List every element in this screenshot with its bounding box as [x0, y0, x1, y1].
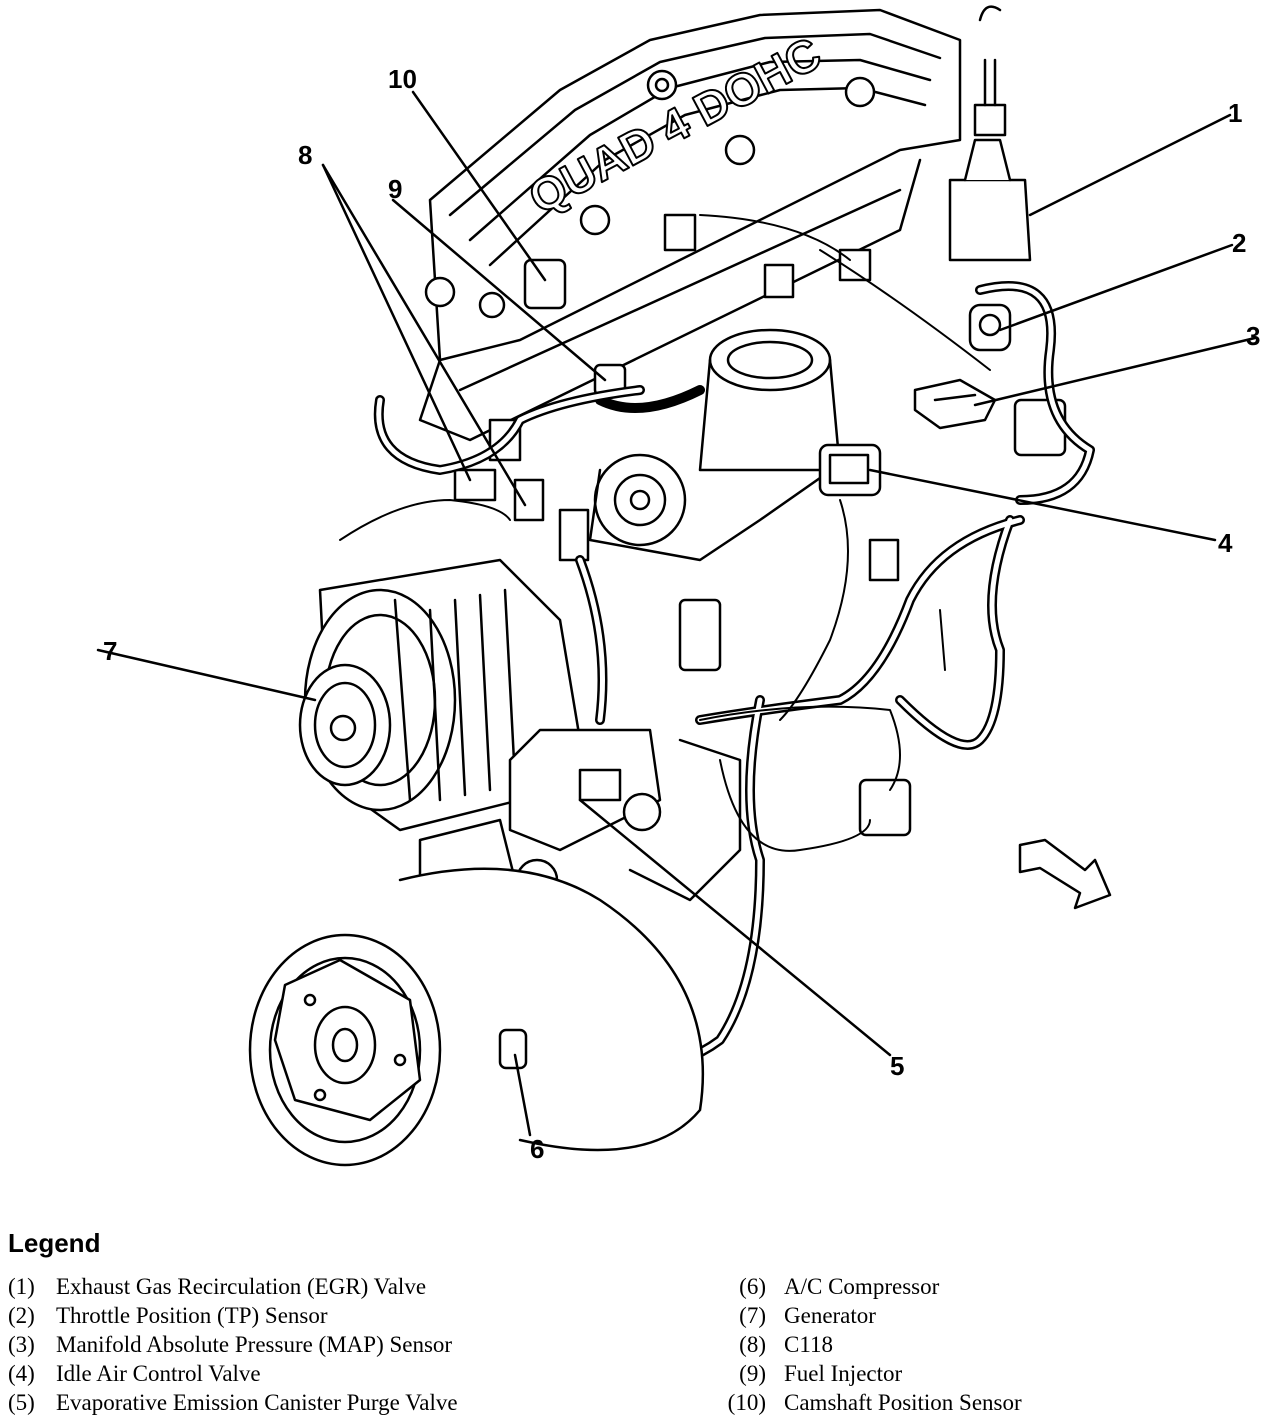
- ac-compressor: [248, 867, 705, 1167]
- legend-item: (2) Throttle Position (TP) Sensor: [8, 1301, 458, 1330]
- legend-item: (10) Camshaft Position Sensor: [704, 1388, 1022, 1417]
- throttle-body: [588, 328, 862, 562]
- tp-sensor: [968, 303, 1012, 352]
- legend-item: (6) A/C Compressor: [704, 1272, 1022, 1301]
- legend-item-text: C118: [784, 1332, 833, 1357]
- legend-item: (1) Exhaust Gas Recirculation (EGR) Valv…: [8, 1272, 458, 1301]
- legend-item-text: Evaporative Emission Canister Purge Valv…: [56, 1390, 458, 1415]
- legend-title: Legend: [8, 1228, 101, 1258]
- legend-item: (4) Idle Air Control Valve: [8, 1359, 458, 1388]
- legend-item-text: Fuel Injector: [784, 1361, 903, 1386]
- callout-10: 10: [388, 64, 417, 94]
- legend-item-number: (8): [739, 1332, 766, 1357]
- leader-lines: [96, 90, 1257, 1137]
- front-arrow-icon: [1018, 838, 1112, 910]
- callout-8: 8: [298, 140, 312, 170]
- callout-6: 6: [530, 1134, 544, 1164]
- callout-2: 2: [1232, 228, 1246, 258]
- egr-valve: [948, 5, 1032, 262]
- legend-item-number: (5): [8, 1390, 35, 1415]
- map-sensor: [913, 378, 997, 430]
- legend-item-text: A/C Compressor: [784, 1274, 940, 1299]
- legend-item: (9) Fuel Injector: [704, 1359, 1022, 1388]
- callout-7: 7: [103, 636, 117, 666]
- legend-item-text: Throttle Position (TP) Sensor: [56, 1303, 328, 1328]
- legend-item-text: Exhaust Gas Recirculation (EGR) Valve: [56, 1274, 427, 1299]
- legend-item: (8) C118: [704, 1330, 1022, 1359]
- legend-column-left: (1) Exhaust Gas Recirculation (EGR) Valv…: [8, 1272, 458, 1417]
- legend-item: (3) Manifold Absolute Pressure (MAP) Sen…: [8, 1330, 458, 1359]
- legend-item-number: (2): [8, 1303, 35, 1328]
- legend-item-number: (6): [739, 1274, 766, 1299]
- legend-item-number: (3): [8, 1332, 35, 1357]
- callout-1: 1: [1228, 98, 1242, 128]
- engine-illustration: QUAD 4 DOHC: [96, 5, 1260, 1167]
- callout-5: 5: [890, 1051, 904, 1081]
- legend-item-number: (7): [739, 1303, 766, 1328]
- callout-labels: 1 2 3 4 5 6 7 8 9 10: [103, 64, 1260, 1164]
- legend-column-right: (6) A/C Compressor (7) Generator (8) C11…: [704, 1272, 1022, 1417]
- legend-item: (7) Generator: [704, 1301, 1022, 1330]
- legend-item-number: (10): [727, 1390, 766, 1415]
- legend-item-text: Generator: [784, 1303, 876, 1328]
- legend-item: (5) Evaporative Emission Canister Purge …: [8, 1388, 458, 1417]
- iac-valve: [818, 443, 882, 497]
- callout-3: 3: [1246, 321, 1260, 351]
- legend-item-text: Idle Air Control Valve: [56, 1361, 261, 1386]
- legend-item-number: (9): [739, 1361, 766, 1386]
- callout-4: 4: [1218, 528, 1233, 558]
- legend-item-number: (4): [8, 1361, 35, 1386]
- legend-item-text: Camshaft Position Sensor: [784, 1390, 1022, 1415]
- legend-item-text: Manifold Absolute Pressure (MAP) Sensor: [56, 1332, 453, 1357]
- legend-item-number: (1): [8, 1274, 35, 1299]
- callout-9: 9: [388, 174, 402, 204]
